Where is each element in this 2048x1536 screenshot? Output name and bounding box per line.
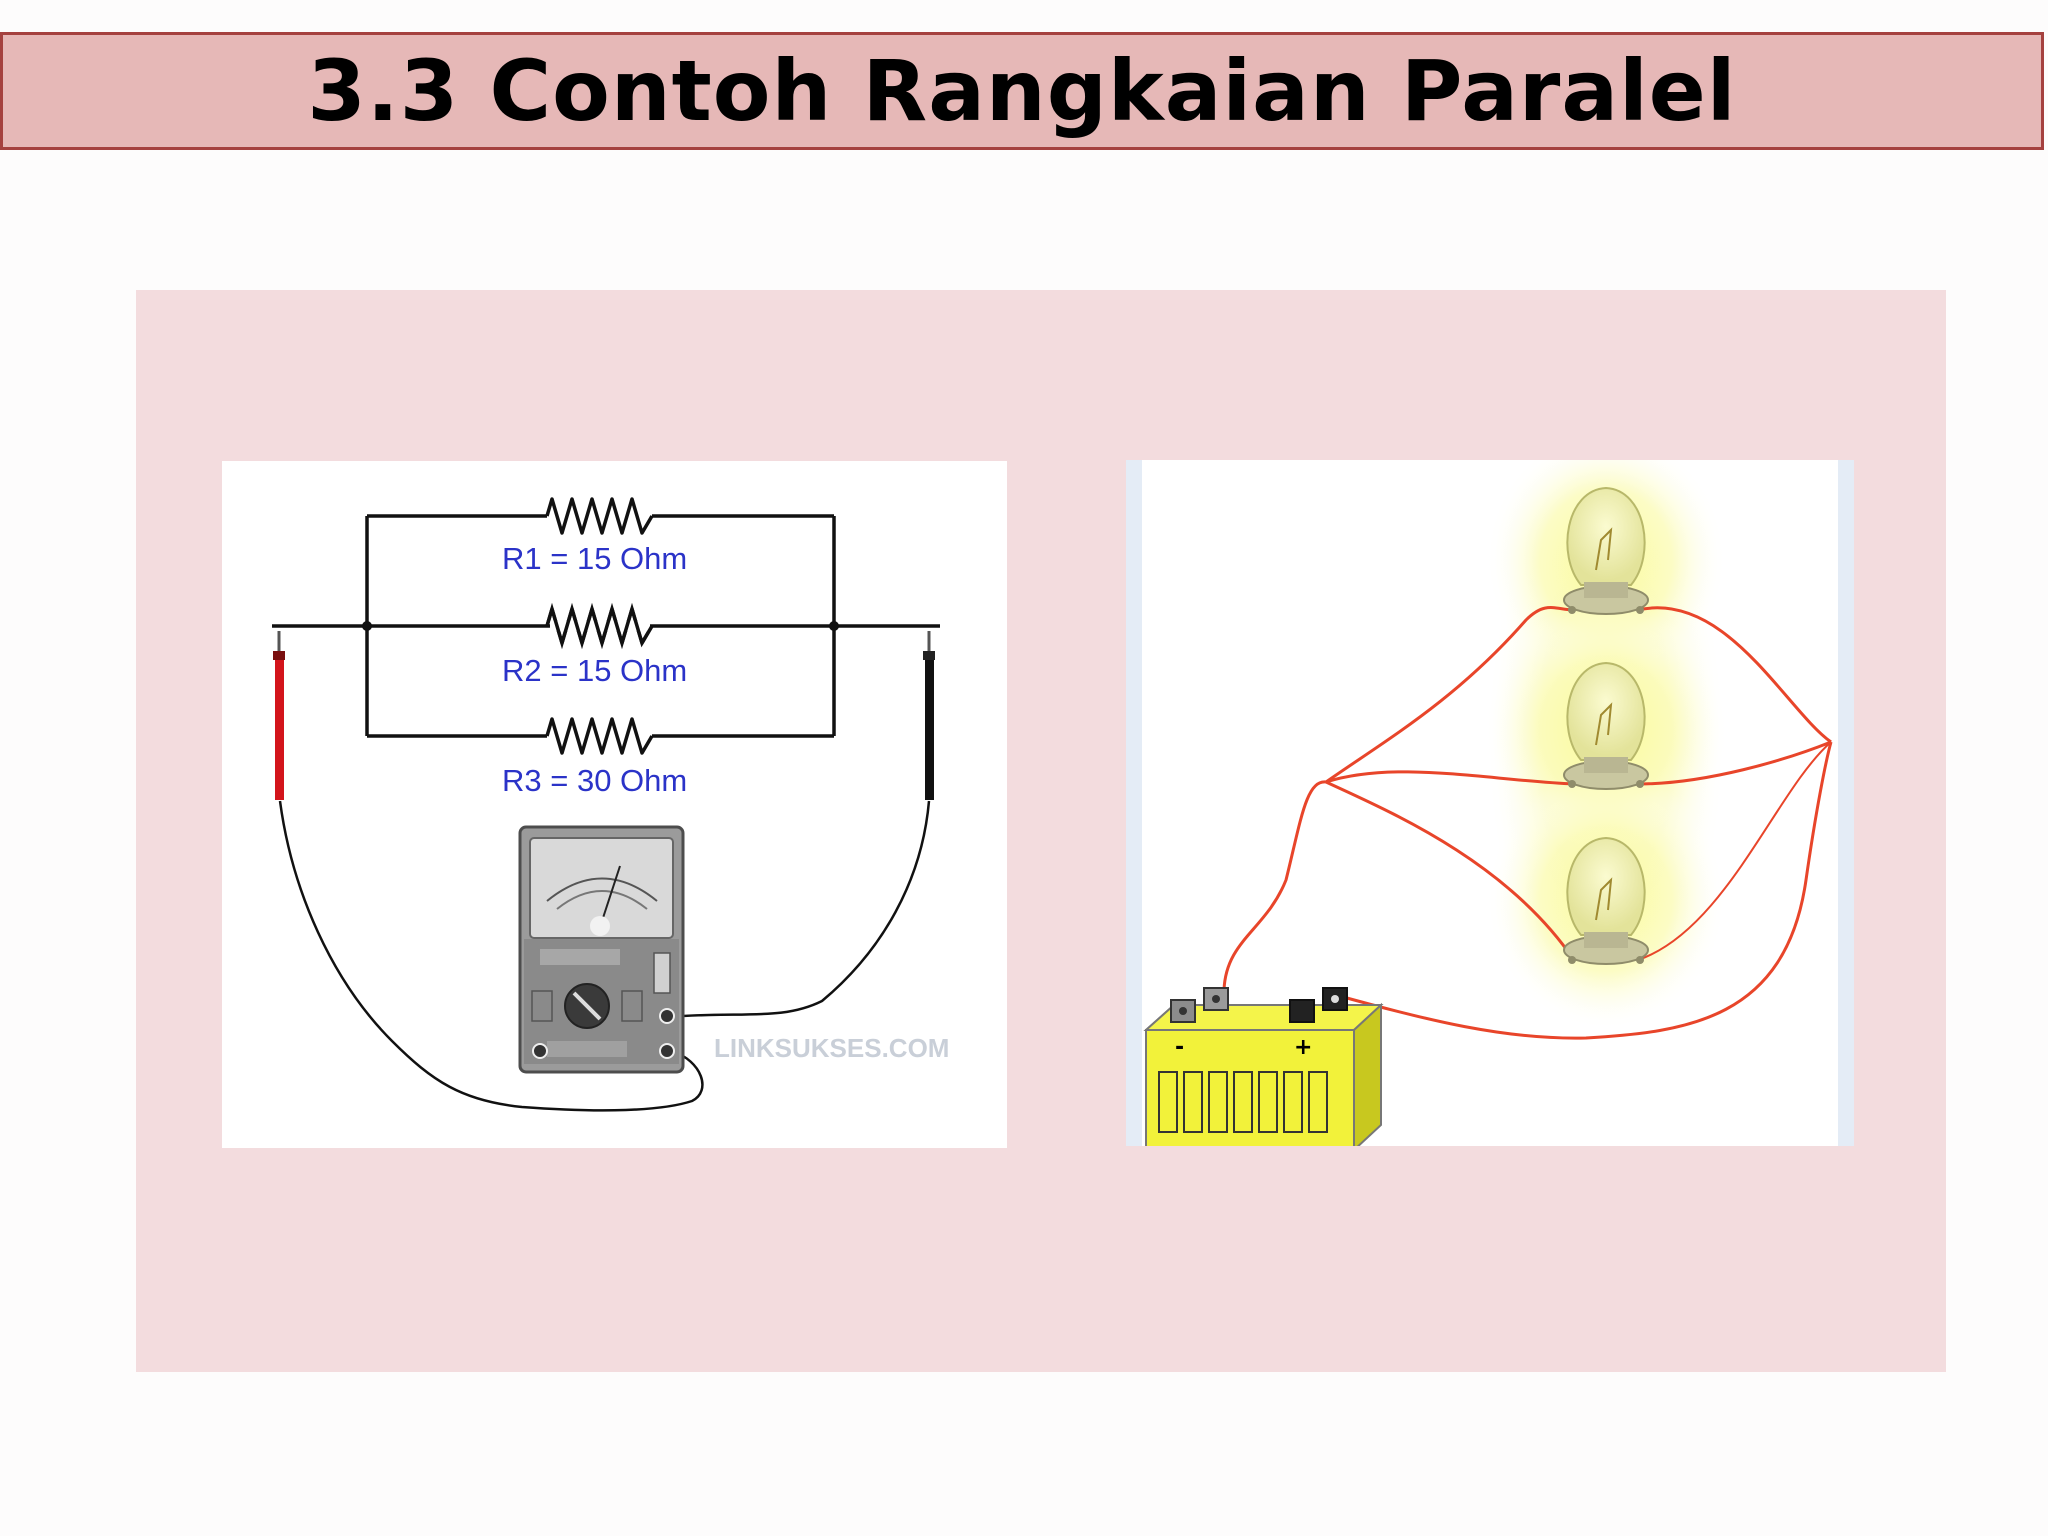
wire-battery-negative bbox=[1222, 780, 1327, 991]
lamp-1 bbox=[1563, 486, 1649, 615]
multimeter-needle bbox=[601, 865, 621, 922]
lamp-2 bbox=[1563, 661, 1649, 790]
wire-node-to-lamp-1 bbox=[1325, 606, 1575, 784]
resistor-circuit-figure: R1 = 15 Ohm R2 = 15 Ohm R3 = 30 Ohm bbox=[222, 461, 1007, 1148]
wire-battery-positive bbox=[1335, 741, 1833, 1040]
wire-lamp-3-return bbox=[1637, 741, 1832, 961]
wire-lamp-1-return bbox=[1637, 606, 1832, 744]
black-probe-lead bbox=[666, 800, 931, 1019]
black-probe bbox=[923, 631, 935, 800]
multimeter-jack-1 bbox=[659, 1008, 675, 1024]
title-bar: 3.3 Contoh Rangkaian Paralel bbox=[0, 32, 2044, 150]
slide-title: 3.3 Contoh Rangkaian Paralel bbox=[307, 42, 1737, 140]
multimeter-dial-display bbox=[529, 837, 674, 939]
battery-negative-label: - bbox=[1175, 1035, 1184, 1060]
red-probe-lead bbox=[278, 800, 704, 1112]
resistor-circuit-diagram: R1 = 15 Ohm R2 = 15 Ohm R3 = 30 Ohm bbox=[272, 497, 949, 1112]
multimeter-jack-3 bbox=[532, 1043, 548, 1059]
lamp-3 bbox=[1563, 836, 1649, 965]
resistor-r3-label: R3 = 30 Ohm bbox=[502, 763, 687, 798]
battery: - + bbox=[1143, 987, 1384, 1146]
resistor-r1-label: R1 = 15 Ohm bbox=[502, 541, 687, 576]
wire-node-to-lamp-3 bbox=[1325, 780, 1576, 961]
lamp-circuit-figure: - + bbox=[1126, 460, 1854, 1146]
battery-positive-terminal bbox=[1289, 999, 1315, 1023]
battery-positive-label: + bbox=[1294, 1035, 1312, 1060]
lamp-circuit-diagram: - + bbox=[1143, 460, 1833, 1146]
resistor-r3-symbol bbox=[545, 717, 654, 755]
wire-lamp-2-return bbox=[1637, 740, 1832, 786]
watermark: LINKSUKSES.COM bbox=[714, 1033, 949, 1063]
multimeter-jack-2 bbox=[659, 1043, 675, 1059]
resistor-r2-label: R2 = 15 Ohm bbox=[502, 653, 687, 688]
multimeter bbox=[518, 825, 685, 1074]
wire-node-to-lamp-2 bbox=[1325, 770, 1575, 786]
red-probe bbox=[273, 631, 285, 800]
resistor-r1-symbol bbox=[545, 497, 654, 535]
